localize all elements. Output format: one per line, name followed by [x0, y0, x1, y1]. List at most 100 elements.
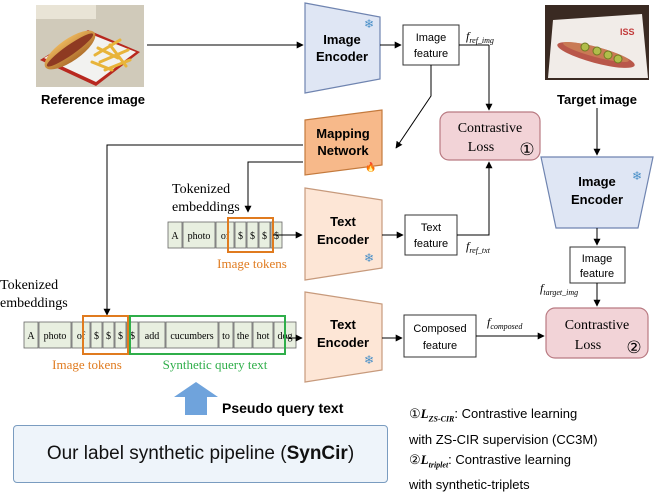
f-target-img-label: ftarget_img	[540, 281, 578, 297]
token-cell	[252, 321, 274, 349]
pseudo-query-arrow-icon	[174, 382, 218, 415]
legend-item-1-line2: with ZS-CIR supervision (CC3M)	[409, 431, 598, 447]
token-cell	[218, 321, 234, 349]
token-cell	[38, 321, 72, 349]
svg-text:Encoder: Encoder	[317, 232, 369, 247]
svg-text:ISS: ISS	[620, 27, 635, 37]
token-cell	[246, 221, 259, 249]
svg-text:feature: feature	[423, 340, 457, 352]
text-encoder-mid: Text Encoder ❄	[304, 187, 383, 281]
tokenized-mid-l1: Tokenized	[172, 182, 230, 197]
svg-text:Contrastive: Contrastive	[458, 121, 523, 136]
svg-text:Contrastive: Contrastive	[565, 318, 630, 333]
token-text: $	[250, 231, 255, 242]
legend-item-2: ②Ltriplet: Contrastive learning	[409, 451, 572, 470]
svg-text:feature: feature	[580, 268, 614, 280]
svg-text:②: ②	[626, 338, 641, 357]
svg-text:Mapping: Mapping	[316, 126, 369, 141]
token-text: $	[118, 331, 123, 342]
fire-icon: 🔥	[365, 161, 376, 172]
svg-text:Loss: Loss	[575, 338, 601, 353]
tokenized-bot-l1: Tokenized	[0, 278, 58, 293]
token-text: A	[171, 231, 179, 242]
snowflake-icon: ❄	[364, 353, 374, 367]
svg-text:feature: feature	[414, 48, 448, 60]
contrastive-loss-2: Contrastive Loss ②	[545, 307, 649, 359]
token-text: add	[145, 331, 159, 342]
token-text: photo	[44, 331, 67, 342]
snowflake-icon: ❄	[364, 251, 374, 265]
svg-text:Encoder: Encoder	[317, 335, 369, 350]
svg-text:①: ①	[519, 140, 534, 159]
legend-item-2-line2: with synthetic-triplets	[409, 477, 530, 493]
arrow-feature-to-mapping	[395, 65, 432, 149]
token-text: of	[77, 331, 86, 342]
text-encoder-bot: Text Encoder ❄	[304, 291, 383, 383]
text-feature: Text feature	[404, 214, 458, 256]
token-text: $	[106, 331, 111, 342]
f-ref-txt-label: fref_txt	[466, 239, 491, 255]
pseudo-query-text: Pseudo query text	[222, 400, 344, 416]
legend-item-1: ①LZS-CIR: Contrastive learning	[409, 406, 578, 424]
image-feature-right: Image feature	[569, 246, 626, 284]
token-text: cucumbers	[170, 331, 213, 342]
image-tokens-label-mid: Image tokens	[217, 256, 287, 271]
tokenized-bot-l2: embeddings	[0, 296, 68, 311]
token-cell	[233, 321, 253, 349]
contrastive-loss-1: Contrastive Loss ①	[439, 111, 541, 161]
f-ref-img-label: fref_img	[466, 29, 494, 45]
token-cell	[234, 221, 247, 249]
pipeline-text-post: )	[347, 443, 355, 464]
svg-text:Text: Text	[330, 214, 356, 229]
reference-image	[36, 5, 144, 87]
image-encoder-right: Image Encoder ❄	[540, 156, 654, 229]
token-text: hot	[257, 331, 270, 342]
svg-text:Text: Text	[421, 222, 441, 234]
token-cell	[215, 221, 235, 249]
token-text: $	[274, 231, 279, 242]
token-cell	[258, 221, 271, 249]
token-text: $	[262, 231, 267, 242]
pipeline-text-pre: Our label synthetic pipeline (	[46, 443, 287, 464]
composed-feature: Composed feature	[403, 314, 477, 358]
image-tokens-label-bot: Image tokens	[52, 357, 122, 372]
snowflake-icon: ❄	[632, 169, 642, 183]
svg-text:feature: feature	[414, 238, 448, 250]
token-cell	[182, 221, 216, 249]
target-image-label: Target image	[557, 92, 637, 107]
f-composed-label: fcomposed	[487, 315, 523, 331]
syncir-pipeline-box: Our label synthetic pipeline (SynCir)	[13, 425, 388, 483]
synthetic-query-outline	[129, 315, 286, 355]
token-text: $	[94, 331, 99, 342]
snowflake-icon: ❄	[364, 17, 374, 31]
token-text: $	[130, 331, 135, 342]
token-cell	[165, 321, 219, 349]
pipeline-text-bold: SynCir	[286, 443, 348, 464]
token-cell	[138, 321, 166, 349]
svg-text:Image: Image	[578, 174, 616, 189]
svg-text:Encoder: Encoder	[316, 49, 368, 64]
arrow-mapping-to-bottom-tokens	[103, 144, 303, 316]
svg-text:Loss: Loss	[468, 140, 494, 155]
tokenized-mid-l2: embeddings	[172, 200, 240, 215]
token-cell	[167, 221, 183, 249]
token-text: to	[222, 331, 230, 342]
synthetic-query-label: Synthetic query text	[163, 357, 268, 372]
reference-image-label: Reference image	[41, 92, 145, 107]
token-text: photo	[188, 231, 211, 242]
token-text: $	[238, 231, 243, 242]
image-feature-top: Image feature	[402, 24, 460, 66]
token-text: the	[237, 331, 250, 342]
token-cell	[71, 321, 91, 349]
token-cell	[23, 321, 39, 349]
target-image: ISS	[545, 5, 649, 80]
svg-text:Text: Text	[330, 317, 356, 332]
loss-legend: ①LZS-CIR: Contrastive learning with ZS-C…	[409, 404, 654, 495]
token-text: of	[221, 231, 230, 242]
svg-text:Encoder: Encoder	[571, 192, 623, 207]
arrow-mapping-to-mid-tokens	[244, 161, 303, 213]
token-cell	[90, 321, 103, 349]
svg-text:Network: Network	[317, 143, 369, 158]
